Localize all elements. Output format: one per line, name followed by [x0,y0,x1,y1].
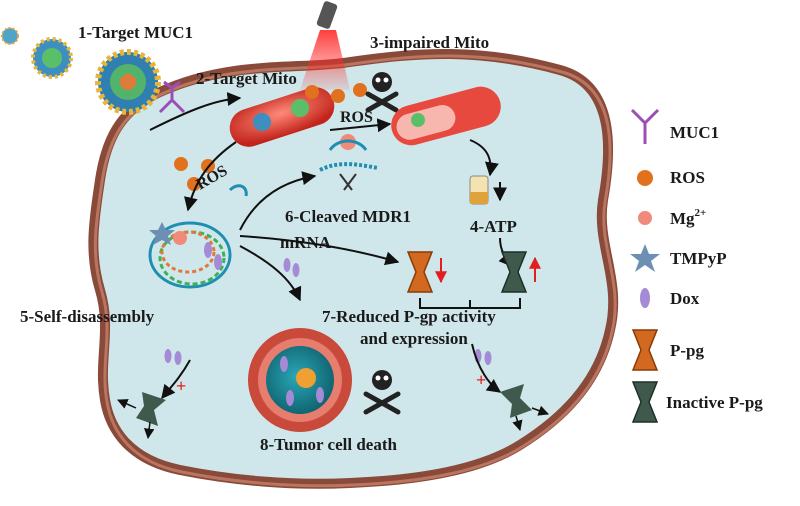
ros-label-upper: ROS [340,109,373,126]
legend-mg-icon [638,211,652,225]
legend-ros: ROS [670,168,705,187]
muc1-receptor-membrane [158,80,186,114]
legend-muc1-icon [630,108,660,144]
laser-probe [300,1,350,90]
pgp-pump-membrane-left [117,392,166,440]
skull-crossbones-icon [363,370,401,415]
mrna-strand [228,184,248,197]
plus-sign: + [176,376,186,396]
legend-dox: Dox [670,289,700,308]
nanoparticle-large [95,49,161,115]
dox-particle [292,263,300,277]
legend-inactive-pgp-icon [631,381,659,423]
step-4-label: 4-ATP [470,217,517,236]
nanocomplex-cluster [148,221,232,289]
plus-sign: + [476,370,486,390]
legend-pgp-icon [631,329,659,371]
dox-particle [174,351,182,365]
legend-tmpyp-icon [630,244,660,272]
step-7-label-line1: 7-Reduced P-gp activity [322,307,496,326]
nanoparticle-medium [31,37,73,79]
nanoparticle-small [1,27,19,45]
pgp-pump-active [406,251,447,293]
step-6-label-line1: 6-Cleaved MDR1 [285,207,411,226]
step-2-label: 2-Target Mito [196,69,297,88]
skull-crossbones-icon [365,72,399,113]
ros-particle [305,85,319,99]
pgp-pump-membrane-right [500,384,549,432]
legend-ros-icon [637,170,653,186]
legend-inactive-ppg: Inactive P-pg [666,393,763,412]
step-1-label: 1-Target MUC1 [78,23,193,42]
legend-ppg: P-pg [670,341,705,360]
mitochondrion-targeted [229,87,335,147]
ros-particle [187,177,201,191]
legend-mg: Mg2+ [670,207,706,228]
step-8-label: 8-Tumor cell death [260,435,397,454]
pgp-pump-inactive [500,251,541,293]
atp-vial-icon [469,175,489,205]
ros-particle [331,89,345,103]
cleaved-mrna-icon [319,134,379,191]
ros-particle [174,157,188,171]
step-7-label-line2: and expression [360,329,468,348]
step-3-label: 3-impaired Mito [370,33,489,52]
dox-particle [164,349,172,363]
legend-dox-icon [640,288,650,308]
legend-tmpyp: TMPyP [670,249,727,268]
ros-particle [353,83,367,97]
nucleus-dying-cell [248,328,352,432]
mitochondrion-impaired [391,86,501,146]
legend: MUC1 ROS Mg2+ TMPyP Dox P-pg Inactive P-… [630,108,763,423]
dox-particle [283,258,291,272]
dox-particle [484,351,492,365]
step-5-label: 5-Self-disassembly [20,307,155,326]
legend-muc1: MUC1 [670,123,719,142]
